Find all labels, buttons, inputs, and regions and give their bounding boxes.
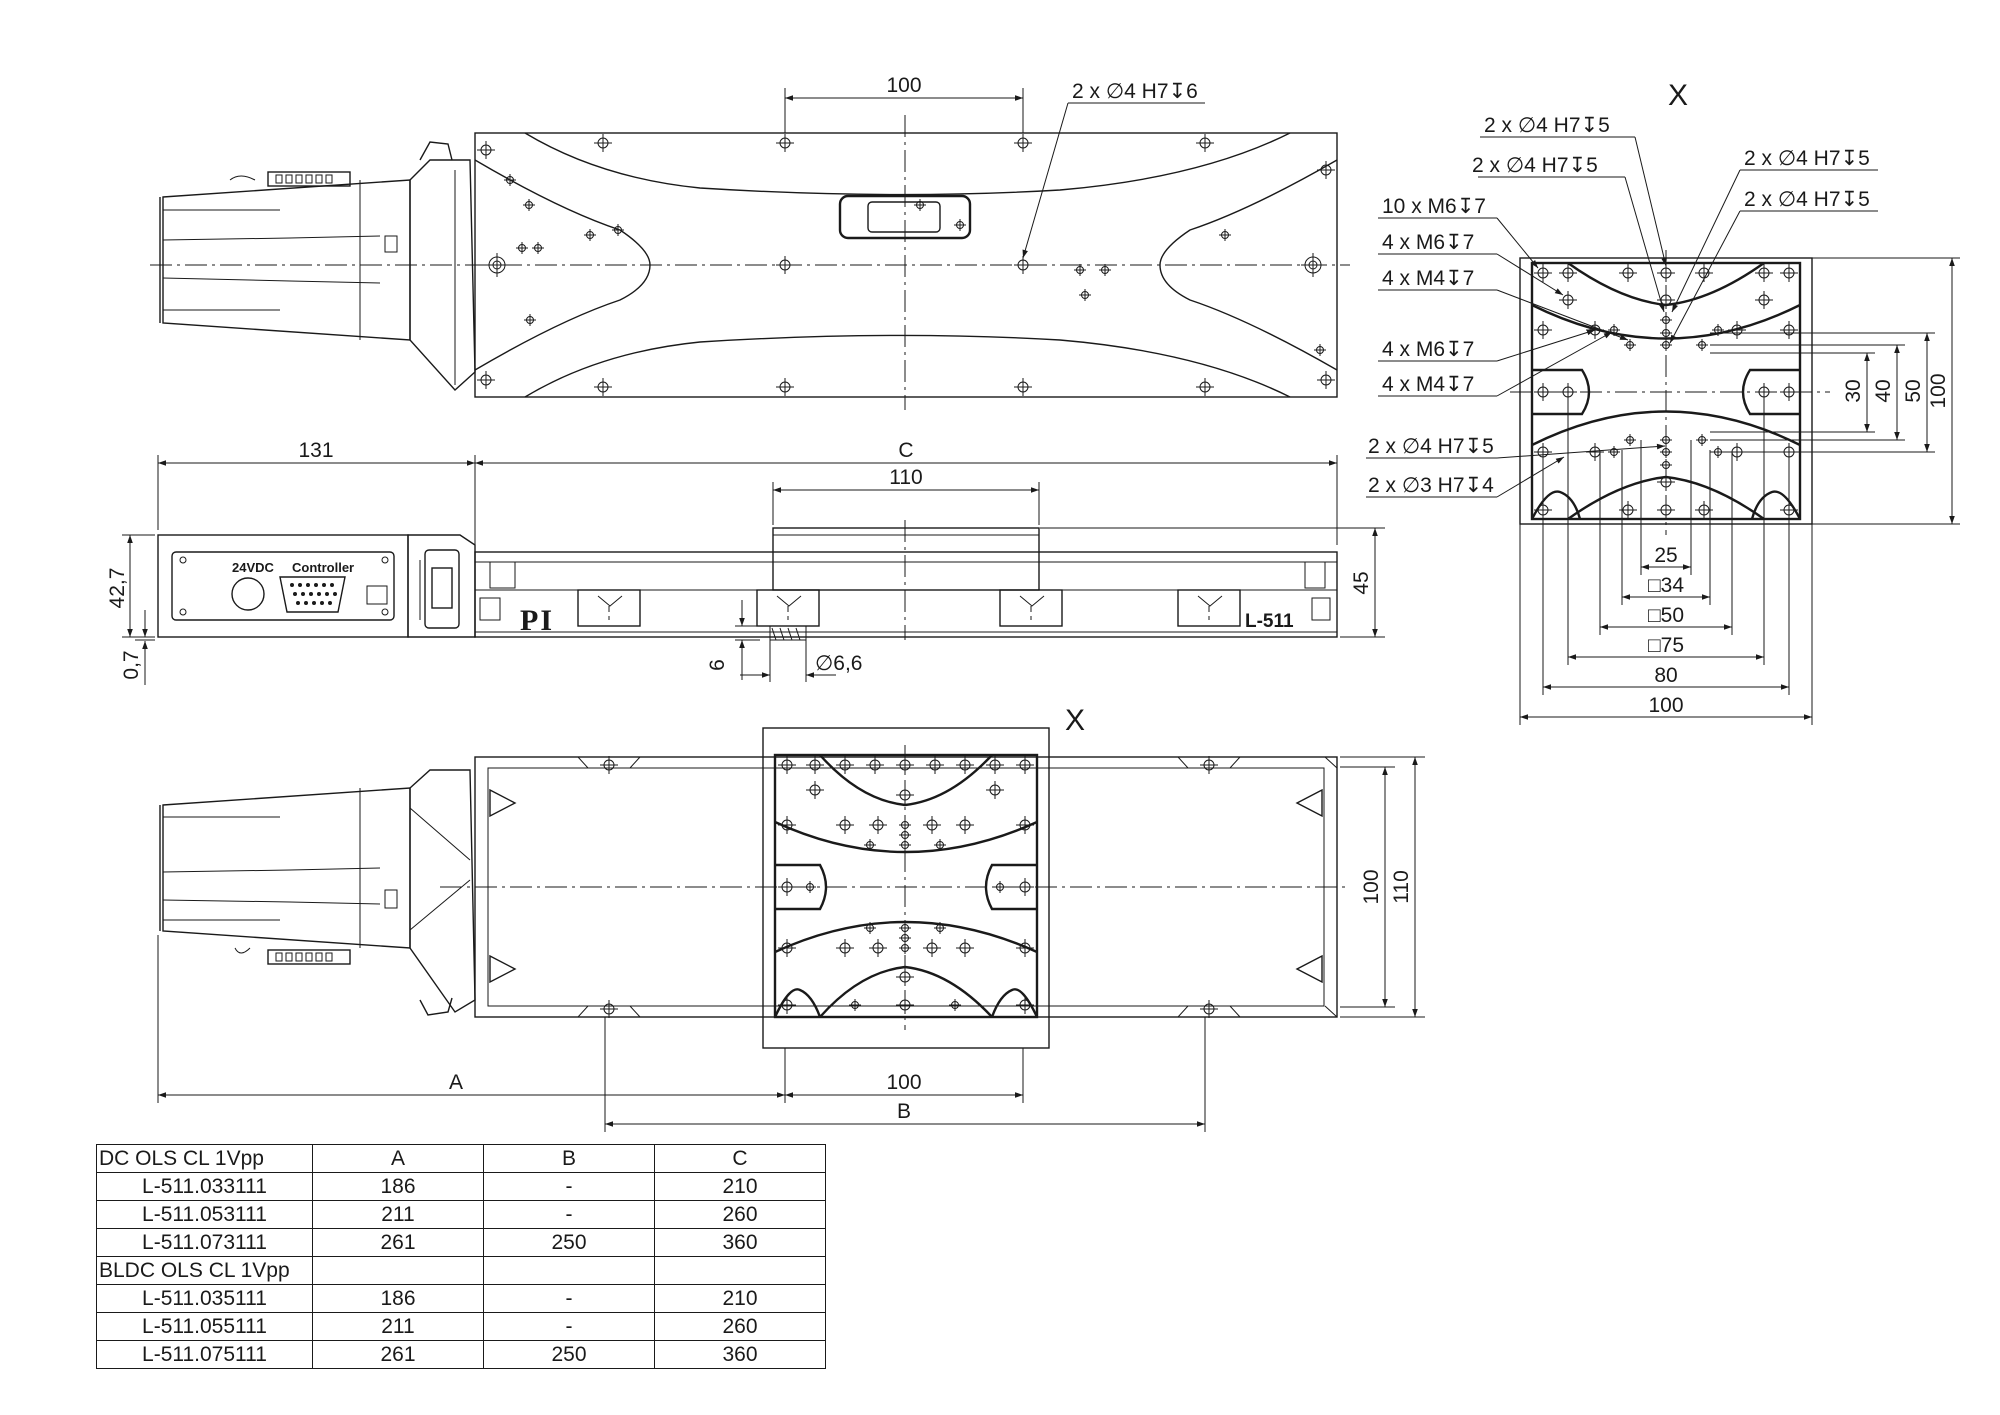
detail-view-mark: X xyxy=(1668,79,1688,112)
table-cell xyxy=(312,1256,484,1285)
table-cell: 260 xyxy=(654,1312,826,1341)
table-cell: 211 xyxy=(312,1200,484,1229)
detail-view-x: X xyxy=(1366,79,1960,725)
table-cell: 261 xyxy=(312,1340,484,1369)
detail-dim-100v: 100 xyxy=(1927,373,1950,408)
detail-note-10: 2 x ∅4 H7↧5 xyxy=(1368,435,1494,458)
table-cell: L-511.073111 xyxy=(96,1228,313,1257)
table-cell: DC OLS CL 1Vpp xyxy=(96,1144,313,1173)
table-group-row: BLDC OLS CL 1Vpp xyxy=(96,1256,826,1285)
table-cell: L-511.075111 xyxy=(96,1340,313,1369)
table-cell: 250 xyxy=(483,1228,655,1257)
top-hole-note: 2 x ∅4 H7↧6 xyxy=(1072,80,1198,103)
table-cell: 250 xyxy=(483,1340,655,1369)
table-cell xyxy=(654,1256,826,1285)
table-cell: 211 xyxy=(312,1312,484,1341)
table-cell: C xyxy=(654,1144,826,1173)
detail-dim-sq34: □34 xyxy=(1648,574,1684,597)
side-dim-6: 6 xyxy=(706,659,729,671)
table-cell: 261 xyxy=(312,1228,484,1257)
table-cell: 360 xyxy=(654,1228,826,1257)
side-view: 24VDC Controller xyxy=(106,439,1385,685)
side-logo: PI xyxy=(520,604,554,637)
top-dim-100: 100 xyxy=(886,74,921,97)
table-cell: A xyxy=(312,1144,484,1173)
table-cell: 186 xyxy=(312,1284,484,1313)
table-cell: - xyxy=(483,1200,655,1229)
table-cell: BLDC OLS CL 1Vpp xyxy=(96,1256,313,1285)
detail-note-5: 10 x M6↧7 xyxy=(1382,195,1486,218)
side-dim-45: 45 xyxy=(1350,571,1373,594)
table-cell: 210 xyxy=(654,1172,826,1201)
bottom-dim-100: 100 xyxy=(886,1071,921,1094)
detail-note-11: 2 x ∅3 H7↧4 xyxy=(1368,474,1494,497)
detail-dim-100h: 100 xyxy=(1648,694,1683,717)
side-dim-c: C xyxy=(898,439,913,462)
detail-note-4: 2 x ∅4 H7↧5 xyxy=(1744,188,1870,211)
side-dim-0-7: 0,7 xyxy=(120,650,143,679)
detail-note-1: 2 x ∅4 H7↧5 xyxy=(1484,114,1610,137)
table-cell: - xyxy=(483,1312,655,1341)
side-dim-110: 110 xyxy=(889,466,922,489)
panel-24vdc: 24VDC xyxy=(232,560,275,575)
motor-housing xyxy=(162,179,411,341)
detail-dim-80: 80 xyxy=(1654,664,1677,687)
bottom-dim-110-v: 110 xyxy=(1390,870,1413,903)
side-dim-42-7: 42,7 xyxy=(106,568,129,609)
panel-controller: Controller xyxy=(292,560,354,575)
bottom-dim-100-v: 100 xyxy=(1360,869,1383,904)
table-cell xyxy=(483,1256,655,1285)
table-cell: L-511.053111 xyxy=(96,1200,313,1229)
table-cell: - xyxy=(483,1284,655,1313)
top-view: 100 2 x ∅4 H7↧6 xyxy=(150,74,1350,410)
table-cell: L-511.033111 xyxy=(96,1172,313,1201)
table-cell: 186 xyxy=(312,1172,484,1201)
bottom-dim-a: A xyxy=(449,1071,463,1094)
detail-dim-25: 25 xyxy=(1654,544,1677,567)
table-cell: L-511.055111 xyxy=(96,1312,313,1341)
detail-dim-50: 50 xyxy=(1902,379,1925,402)
table-cell: B xyxy=(483,1144,655,1173)
detail-dim-sq75: □75 xyxy=(1648,634,1684,657)
detail-note-3: 2 x ∅4 H7↧5 xyxy=(1744,147,1870,170)
detail-dim-40: 40 xyxy=(1872,379,1895,402)
detail-note-8: 4 x M6↧7 xyxy=(1382,338,1474,361)
detail-dim-sq50: □50 xyxy=(1648,604,1684,627)
table-cell: - xyxy=(483,1172,655,1201)
table-cell: 360 xyxy=(654,1340,826,1369)
side-dim-d6-6: ∅6,6 xyxy=(815,652,863,675)
detail-dim-30: 30 xyxy=(1842,379,1865,402)
detail-note-7: 4 x M4↧7 xyxy=(1382,267,1474,290)
detail-note-6: 4 x M6↧7 xyxy=(1382,231,1474,254)
side-model: L-511 xyxy=(1245,611,1294,632)
bottom-dim-b: B xyxy=(897,1100,911,1123)
detail-note-2: 2 x ∅4 H7↧5 xyxy=(1472,154,1598,177)
detail-note-9: 4 x M4↧7 xyxy=(1382,373,1474,396)
table-cell: 260 xyxy=(654,1200,826,1229)
table-cell: L-511.035111 xyxy=(96,1284,313,1313)
bottom-view: X xyxy=(157,704,1425,1132)
table-cell: 210 xyxy=(654,1284,826,1313)
side-dim-131: 131 xyxy=(298,439,333,462)
bottom-view-mark: X xyxy=(1065,704,1085,737)
